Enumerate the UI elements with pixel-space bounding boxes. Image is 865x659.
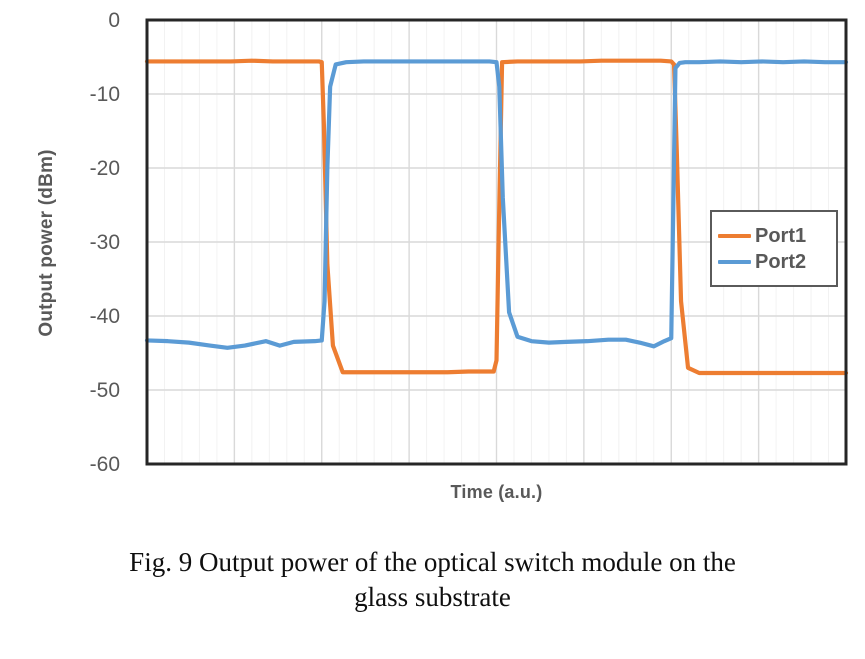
- legend-swatch-port2: [718, 259, 751, 264]
- legend-item-port1[interactable]: Port1: [718, 226, 836, 246]
- series-line-port1: [144, 58, 849, 376]
- y-tick-label-0: 0: [108, 9, 120, 32]
- legend-swatch-port1: [718, 233, 751, 238]
- y-tick-label-m60: -60: [89, 453, 120, 476]
- caption-line-2: glass substrate: [354, 581, 511, 612]
- x-axis-title: Time (a.u.): [450, 482, 543, 502]
- figure-caption: Fig. 9 Output power of the optical switc…: [0, 545, 865, 614]
- legend-label-port1: Port1: [755, 224, 807, 247]
- plot-border: [145, 18, 848, 466]
- y-tick-label-m40: -40: [89, 305, 120, 328]
- caption-line-1: Fig. 9 Output power of the optical switc…: [129, 547, 736, 577]
- legend-label-port2: Port2: [755, 250, 807, 273]
- series-line-port2: [144, 59, 849, 350]
- y-tick-label-m30: -30: [89, 231, 120, 254]
- legend-item-port2[interactable]: Port2: [718, 252, 836, 272]
- chart-legend: Port1 Port2: [710, 210, 838, 287]
- y-tick-label-m10: -10: [89, 83, 120, 106]
- y-tick-label-m20: -20: [89, 157, 120, 180]
- y-tick-label-m50: -50: [89, 379, 120, 402]
- figure-container: Output power (dBm) 0 -10 -20 -30 -40 -50…: [36, 9, 849, 502]
